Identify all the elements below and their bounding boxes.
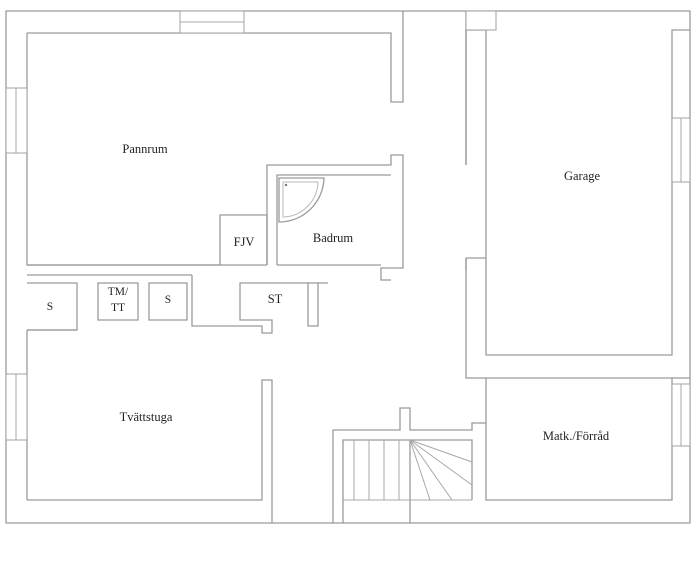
windows — [5, 10, 691, 447]
staircase — [343, 439, 473, 501]
fixture-label-sink-right: S — [165, 294, 171, 306]
fixture-label-tm-line2: TT — [111, 302, 125, 314]
room-label-badrum: Badrum — [313, 231, 354, 245]
room-label-pannrum: Pannrum — [122, 142, 167, 156]
room-label-matk-forrad: Matk./Förråd — [543, 429, 610, 443]
room-label-st: ST — [268, 292, 283, 306]
outer-walls — [5, 10, 691, 524]
interior-walls — [27, 30, 486, 523]
room-label-fjv: FJV — [234, 235, 255, 249]
fixture-label-tm-line1: TM/ — [108, 286, 129, 298]
room-label-tvattstuga: Tvättstuga — [120, 410, 173, 424]
room-label-garage: Garage — [564, 169, 601, 183]
shower-icon — [278, 177, 325, 223]
fixture-label-sink-left: S — [47, 301, 53, 313]
